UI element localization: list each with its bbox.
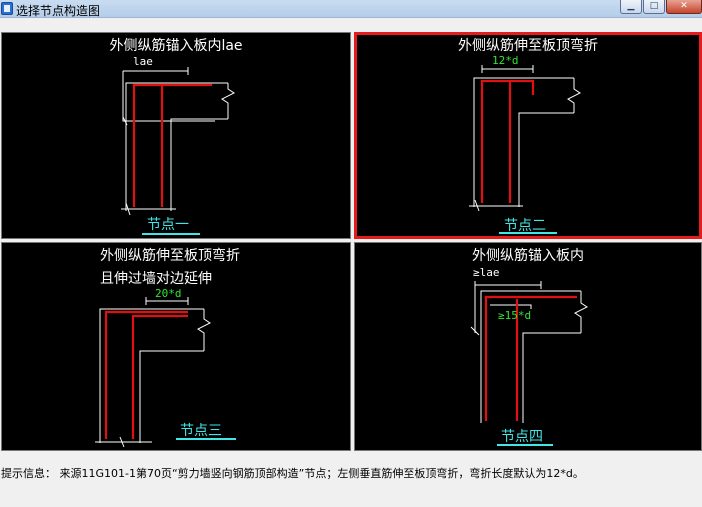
node-1-drawing — [121, 67, 235, 216]
dimension-lines — [122, 67, 215, 126]
node-3-underline — [176, 438, 236, 440]
dimension-lines-2 — [490, 304, 532, 309]
base-line — [121, 202, 176, 216]
node-1-dim: lae — [133, 55, 153, 68]
break-line — [574, 291, 588, 333]
node-2-title: 外侧纵筋伸至板顶弯折 — [458, 38, 598, 54]
node-panel-3[interactable]: 外侧纵筋伸至板顶弯折 且伸过墙对边延伸 20*d 节点三 — [1, 242, 351, 451]
app-icon — [1, 2, 13, 15]
break-line — [567, 78, 581, 113]
node-3-label: 节点三 — [180, 423, 222, 439]
inner-rebar — [131, 314, 188, 439]
outer-rebar — [484, 295, 577, 421]
node-3-drawing — [95, 297, 211, 448]
node-1-label: 节点一 — [147, 217, 189, 233]
node-3-title: 外侧纵筋伸至板顶弯折 — [100, 248, 240, 264]
break-line — [221, 83, 235, 119]
dimension-lines — [145, 297, 189, 305]
outer-rebar — [132, 83, 212, 207]
node-2-drawing — [469, 65, 581, 212]
dimension-lines — [481, 65, 534, 73]
title-bar: 选择节点构造图 ▁ □ ✕ — [0, 0, 702, 18]
node-4-drawing — [470, 281, 588, 423]
node-4-label: 节点四 — [501, 429, 543, 445]
node-panel-4[interactable]: 外侧纵筋锚入板内 ≥lae ≥15*d 节点四 — [354, 242, 702, 451]
minimize-button[interactable]: ▁ — [620, 0, 642, 14]
node-4-underline — [497, 444, 553, 446]
wall-slab-outline — [480, 290, 581, 423]
node-3-title-line2: 且伸过墙对边延伸 — [100, 271, 212, 287]
hint-text: 提示信息： 来源11G101-1第70页“剪力墙竖向钢筋顶部构造”节点；左侧垂直… — [1, 467, 584, 480]
node-2-label: 节点二 — [504, 218, 546, 234]
dimension-lines — [470, 281, 542, 336]
node-1-title: 外侧纵筋锚入板内lae — [109, 38, 243, 54]
node-4-dim: ≥lae — [473, 266, 500, 279]
wall-slab-outline — [473, 77, 574, 207]
node-panel-2[interactable]: 外侧纵筋伸至板顶弯折 12*d 节点二 — [354, 32, 702, 239]
close-button[interactable]: ✕ — [666, 0, 702, 14]
base-line — [95, 436, 152, 448]
maximize-button[interactable]: □ — [643, 0, 665, 14]
node-2-dim: 12*d — [492, 54, 519, 67]
node-4-dim2: ≥15*d — [498, 309, 532, 322]
break-line — [197, 309, 211, 351]
node-panel-1[interactable]: 外侧纵筋锚入板内lae lae 节点一 — [1, 32, 351, 239]
wall-slab-outline — [99, 308, 204, 443]
wall-slab-outline — [125, 82, 228, 211]
outer-rebar — [104, 310, 188, 439]
node-1-underline — [142, 233, 200, 235]
base-line — [469, 199, 523, 212]
node-2-underline — [499, 232, 557, 234]
outer-rebar — [480, 79, 535, 203]
window-title: 选择节点构造图 — [16, 4, 101, 18]
node-3-dim: 20*d — [155, 287, 182, 300]
node-4-title: 外侧纵筋锚入板内 — [472, 248, 584, 264]
